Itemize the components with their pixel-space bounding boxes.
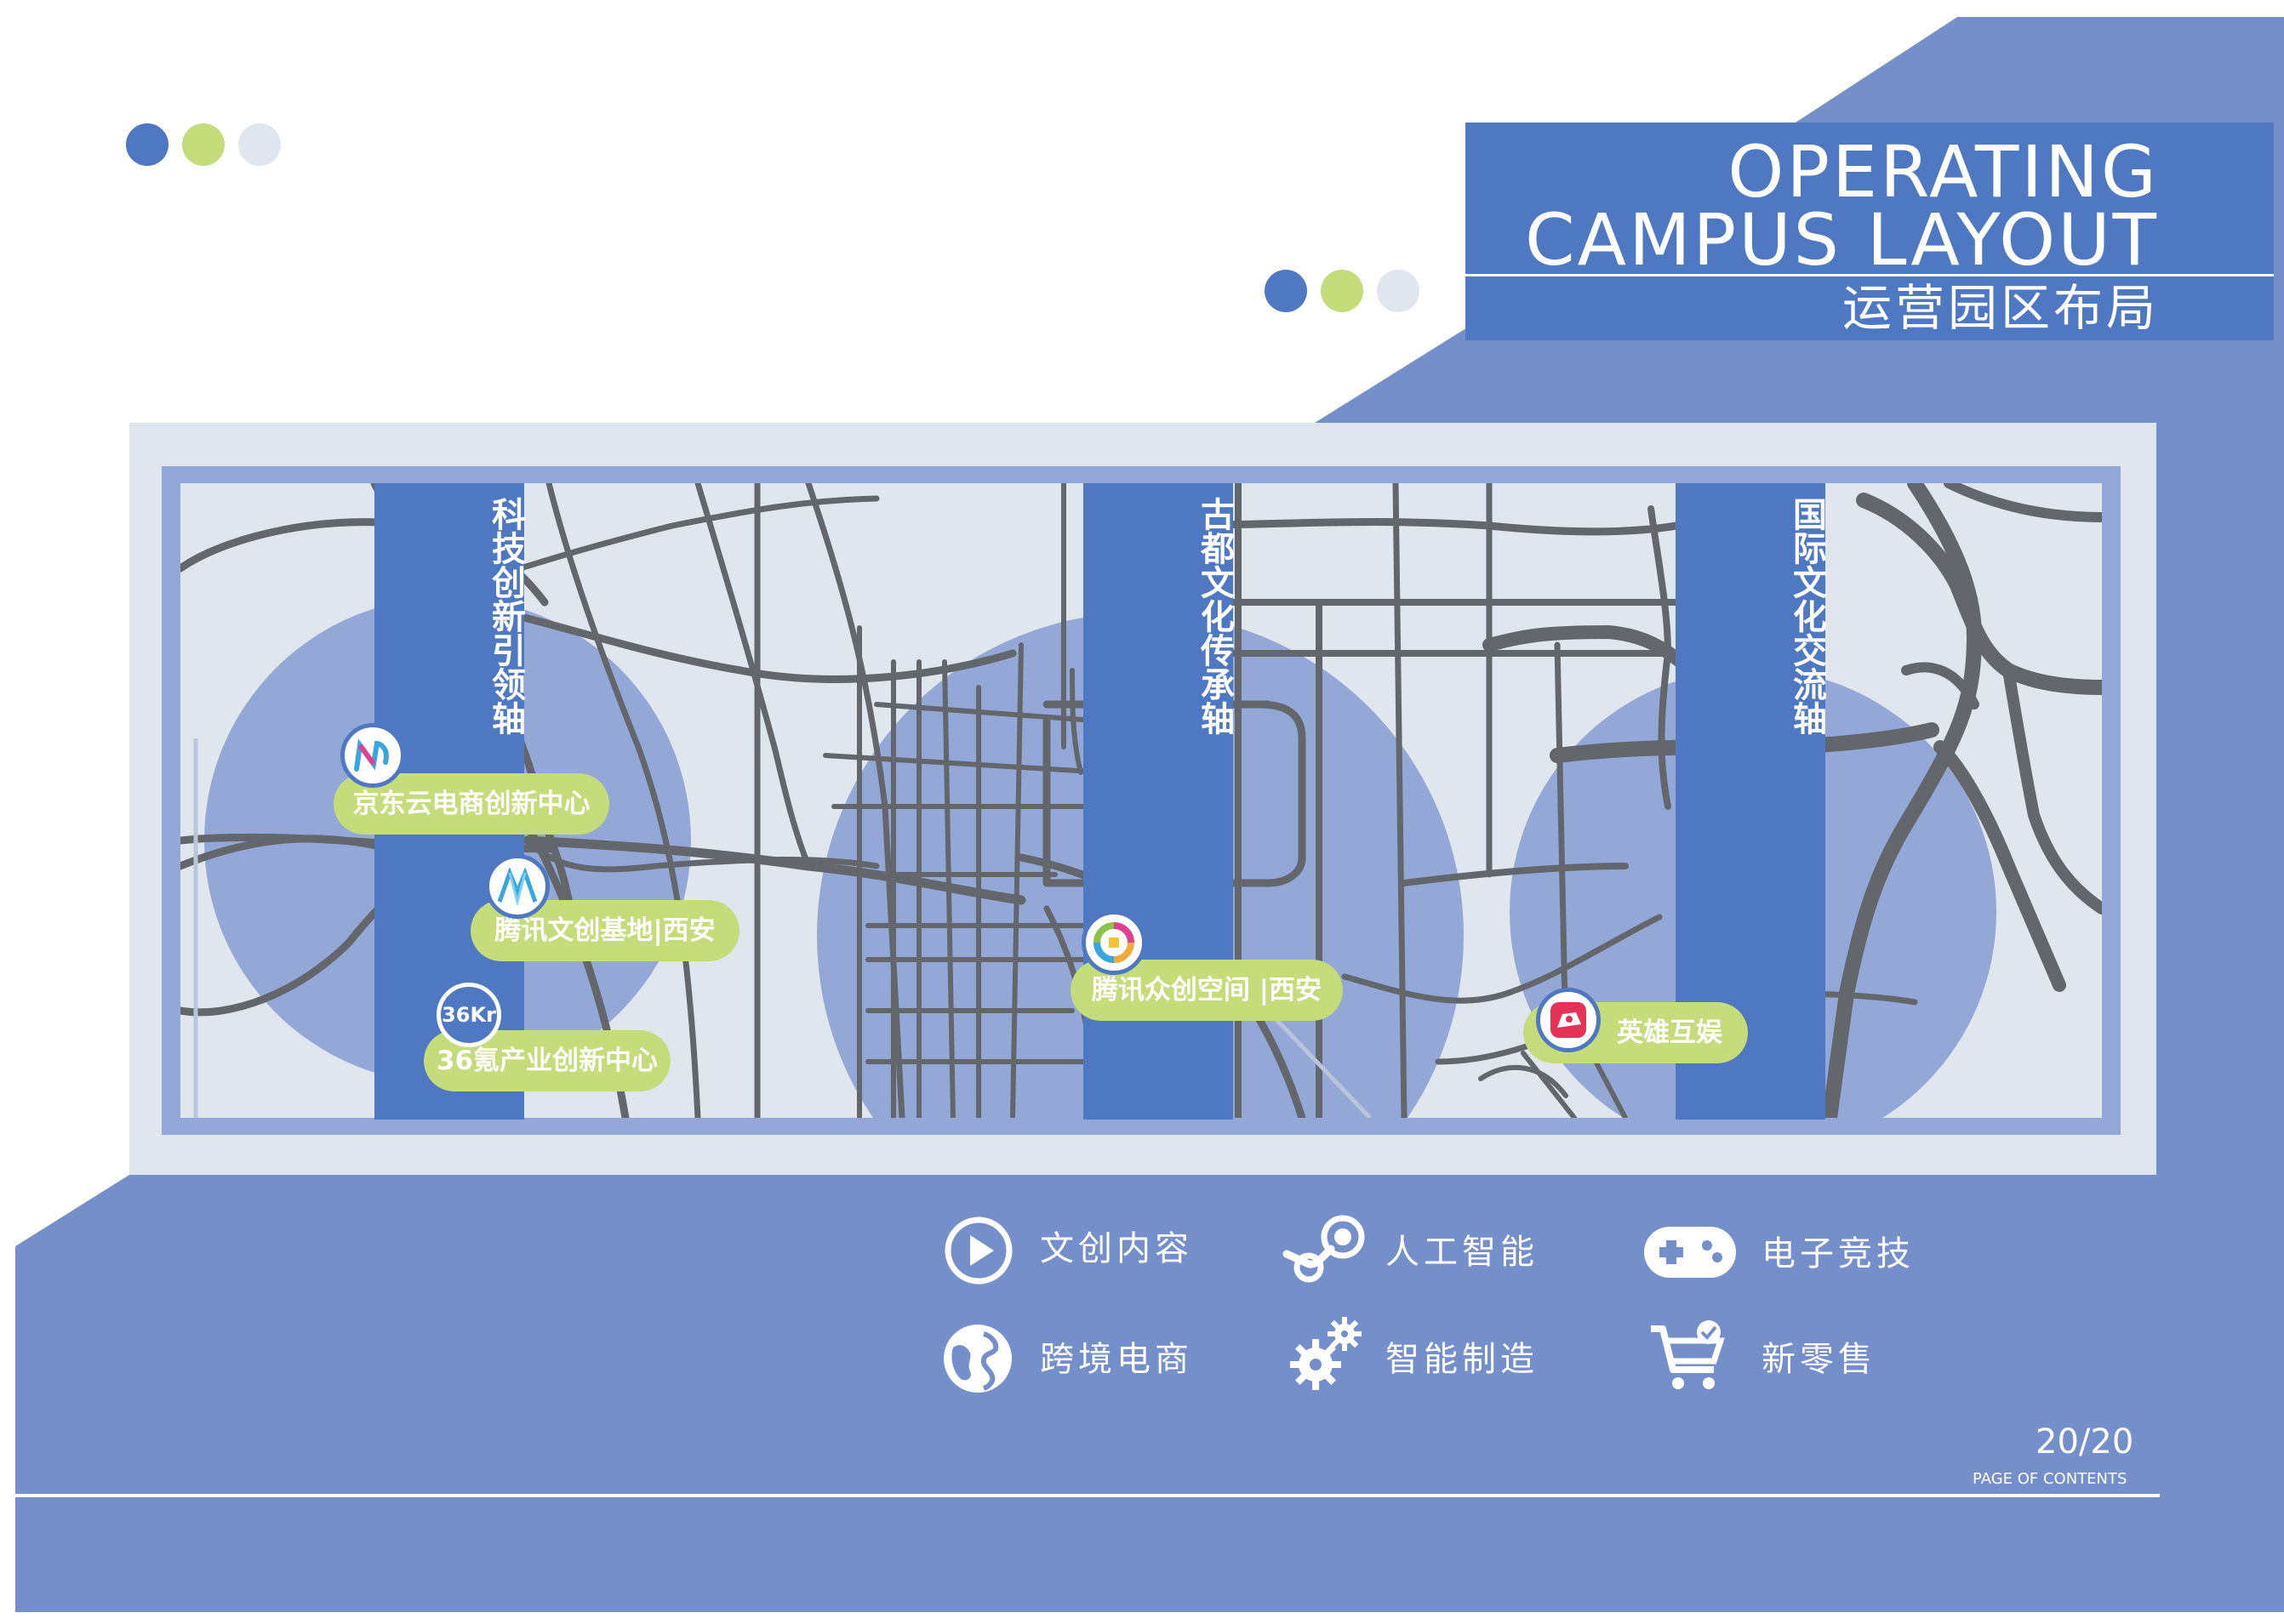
legend-label-crossborder: 跨境电商 [1040, 1340, 1193, 1379]
legend-label-newretail: 新零售 [1762, 1340, 1876, 1379]
decor-dot-lime-2 [1321, 270, 1363, 312]
hero-entertainment-logo [1536, 988, 1601, 1052]
cart-icon [1651, 1320, 1725, 1389]
decor-dot-grey-2 [1377, 270, 1419, 312]
title-divider [1465, 274, 2274, 276]
page-subtitle: PAGE OF CONTENTS [1973, 1470, 2127, 1488]
title-line-2: CAMPUS LAYOUT [1524, 198, 2159, 282]
gamepad-icon [1644, 1227, 1736, 1278]
location-label-tencent-culture: 腾讯文创基地|西安 [494, 915, 716, 946]
axis-label-international: 国际文化交流轴 [1787, 497, 1826, 735]
decor-dot-blue-1 [126, 123, 168, 166]
legend-label-ai: 人工智能 [1385, 1233, 1539, 1272]
title-line-1: OPERATING [1727, 130, 2159, 214]
axis-label-heritage: 古都文化传承轴 [1195, 497, 1234, 735]
page-number: 20/20 [2036, 1422, 2134, 1462]
36kr-logo: 36Kr [437, 983, 501, 1047]
gears-icon [1290, 1317, 1362, 1390]
tencent-culture-logo [485, 854, 550, 919]
legend-label-manufacturing: 智能制造 [1385, 1340, 1539, 1379]
play-icon [945, 1217, 1013, 1285]
axis-band-heritage: 古都文化传承轴 [1083, 483, 1234, 1120]
title-panel [1465, 123, 2274, 340]
location-label-hero: 英雄互娱 [1617, 1017, 1722, 1048]
location-label-36kr: 36氪产业创新中心 [436, 1046, 659, 1076]
steam-icon [1282, 1215, 1365, 1283]
decor-dot-lime-1 [182, 123, 225, 166]
location-label-jdcloud: 京东云电商创新中心 [352, 789, 591, 819]
globe-icon [944, 1325, 1012, 1393]
footer-divider [15, 1494, 2160, 1497]
legend-label-content: 文创内容 [1040, 1229, 1193, 1268]
title-chinese: 运营园区布局 [1841, 279, 2159, 337]
legend-label-esports: 电子竞技 [1762, 1234, 1915, 1274]
tencent-space-logo [1082, 910, 1146, 975]
decor-dot-grey-1 [238, 123, 281, 166]
decor-dot-blue-2 [1265, 270, 1307, 312]
jdcloud-logo [340, 723, 405, 788]
location-label-tencent-space: 腾讯众创空间 |西安 [1091, 975, 1322, 1006]
36kr-logo-text: 36Kr [442, 1003, 496, 1027]
axis-label-tech: 科技创新引领轴 [486, 497, 525, 735]
